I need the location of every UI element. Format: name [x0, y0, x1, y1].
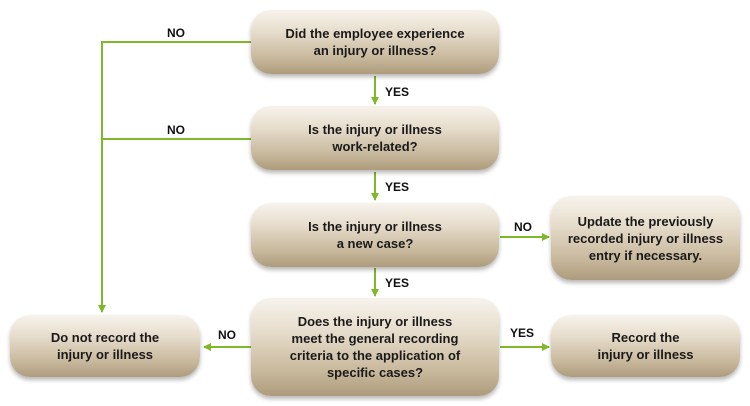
question-text: Is the injury or illness a new case?: [308, 219, 442, 251]
outcome-text: Record the injury or illness: [597, 330, 694, 362]
question-text: Does the injury or illness meet the gene…: [289, 314, 461, 380]
question-box-new-case: Is the injury or illness a new case?: [251, 203, 499, 267]
branch-label-no: NO: [514, 220, 532, 234]
question-text: Did the employee experience an injury or…: [285, 26, 465, 58]
branch-label-yes: YES: [385, 85, 410, 99]
branch-label-yes: YES: [385, 276, 410, 290]
branch-label-no: NO: [218, 328, 236, 342]
outcome-box-do-not-record: Do not record the injury or illness: [10, 315, 200, 377]
branch-label-no: NO: [167, 26, 185, 40]
branch-label-yes: YES: [385, 180, 410, 194]
q1-no-connector: [98, 41, 258, 313]
question-box-general-recording-criteria: Does the injury or illness meet the gene…: [251, 298, 499, 396]
outcome-box-update-entry: Update the previously recorded injury or…: [551, 196, 740, 280]
branch-label-no: NO: [167, 123, 185, 137]
outcome-text: Update the previously recorded injury or…: [567, 213, 724, 263]
question-box-injury-or-illness: Did the employee experience an injury or…: [251, 10, 499, 74]
question-box-work-related: Is the injury or illness work-related?: [251, 106, 499, 170]
outcome-box-record: Record the injury or illness: [551, 315, 740, 377]
branch-label-yes: YES: [510, 326, 535, 340]
question-text: Is the injury or illness work-related?: [308, 122, 442, 154]
outcome-text: Do not record the injury or illness: [50, 330, 160, 362]
